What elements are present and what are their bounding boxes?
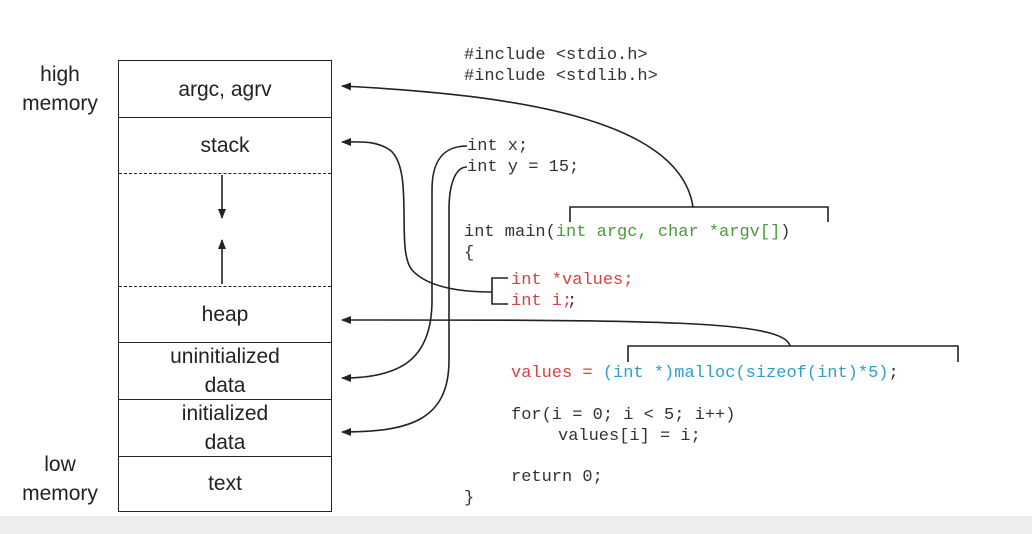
segment-init-label-2: data: [204, 430, 246, 454]
main-suffix: ): [780, 223, 791, 242]
high-memory-label: high memory: [0, 60, 120, 118]
code-open-brace: {: [464, 244, 475, 263]
high-label-line2: memory: [22, 92, 98, 115]
code-int-x: int x;: [467, 137, 529, 156]
divider: [119, 342, 331, 343]
memory-box: argc, agrv stack heap uninitialized data…: [118, 60, 332, 512]
code-body-line: values[i] = i;: [558, 427, 701, 446]
segment-stack-label: stack: [200, 133, 250, 157]
dashed-divider: [119, 173, 331, 174]
assign-end: ;: [888, 364, 899, 383]
low-memory-label: low memory: [0, 450, 120, 508]
code-assign-line: values = (int *)malloc(sizeof(int)*5);: [511, 363, 899, 384]
segment-initialized-data: initialized data: [119, 399, 331, 456]
args-bracket: [569, 206, 829, 222]
main-args: int argc, char *argv[]: [555, 223, 781, 242]
code-local-semicolon: ;: [567, 292, 578, 311]
low-label-line2: memory: [22, 482, 98, 505]
segment-uninit-label-1: uninitialized: [170, 344, 280, 368]
divider: [119, 456, 331, 457]
heap-arrow: [341, 316, 791, 347]
code-for-line: for(i = 0; i < 5; i++): [511, 406, 736, 425]
code-local-values: int *values;: [511, 271, 634, 290]
high-label-line1: high: [40, 63, 80, 86]
segment-text-label: text: [208, 471, 242, 495]
assign-lhs: values =: [511, 364, 603, 383]
code-local-i: int i;: [511, 292, 573, 311]
malloc-bracket: [627, 345, 959, 362]
assign-rhs: (int *)malloc(sizeof(int)*5): [602, 364, 889, 383]
dashed-divider: [119, 286, 331, 287]
segment-heap: heap: [119, 286, 331, 342]
args-arrow: [341, 82, 694, 208]
segment-uninitialized-data: uninitialized data: [119, 342, 331, 399]
bottom-bar: [0, 516, 1032, 534]
init-arrow: [341, 166, 468, 436]
code-close-brace: }: [464, 489, 475, 508]
code-include-stdlib: #include <stdlib.h>: [464, 67, 658, 86]
stack-arrow: [341, 137, 493, 293]
main-prefix: int main(: [464, 223, 556, 242]
code-include-stdio: #include <stdio.h>: [464, 46, 648, 65]
segment-args: argc, agrv: [119, 61, 331, 117]
code-int-y: int y = 15;: [467, 158, 580, 177]
divider: [119, 117, 331, 118]
segment-init-label-1: initialized: [181, 401, 269, 425]
code-main-signature: int main(int argc, char *argv[]): [464, 222, 790, 243]
code-return-line: return 0;: [511, 468, 603, 487]
uninit-arrow: [341, 145, 468, 382]
locals-bracket: [491, 277, 508, 305]
segment-args-label: argc, agrv: [178, 77, 272, 101]
low-label-line1: low: [44, 453, 76, 476]
segment-text: text: [119, 456, 331, 510]
segment-stack: stack: [119, 117, 331, 173]
segment-uninit-label-2: data: [204, 373, 246, 397]
segment-heap-label: heap: [201, 302, 249, 326]
divider: [119, 399, 331, 400]
